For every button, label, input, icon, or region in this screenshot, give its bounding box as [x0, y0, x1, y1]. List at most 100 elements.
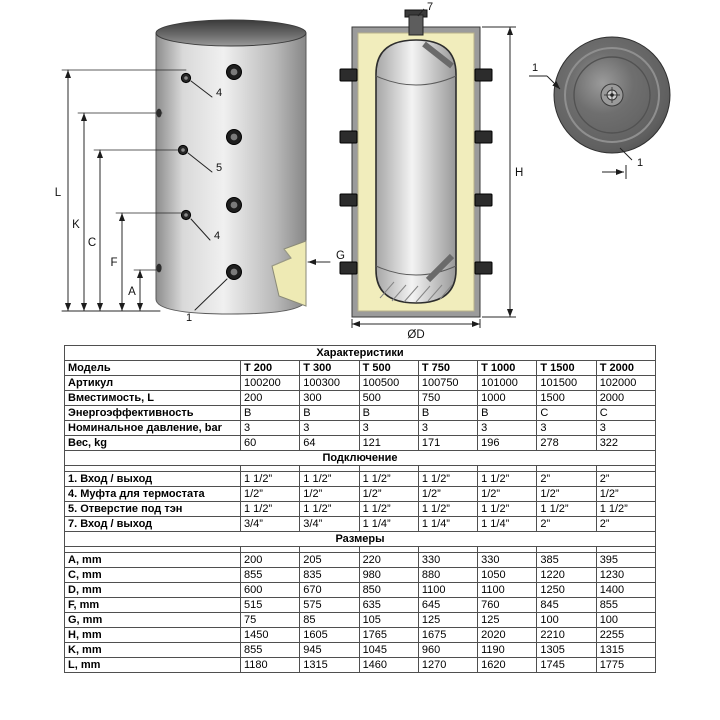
section-view-drawing: 7 H ØD: [339, 1, 523, 341]
value-cell: 85: [299, 612, 360, 628]
value-cell: 760: [477, 597, 538, 613]
value-cell: 200: [239, 552, 301, 568]
value-cell: 2000: [595, 390, 657, 406]
value-cell: 278: [536, 435, 597, 451]
row-label: G, mm: [64, 612, 241, 628]
callout-4-lower: 4: [214, 230, 220, 242]
value-cell: 75: [239, 612, 301, 628]
value-cell: 385: [536, 552, 597, 568]
value-cell: 600: [239, 582, 301, 598]
value-cell: 2210: [536, 627, 597, 643]
value-cell: 1190: [477, 642, 538, 658]
value-cell: 1/2”: [477, 486, 538, 502]
dim-label-G: G: [336, 250, 345, 262]
row-label: F, mm: [64, 597, 241, 613]
value-cell: 3: [358, 420, 419, 436]
technical-drawings: 4 5 4 1: [0, 0, 720, 342]
value-cell: 1 1/2”: [358, 501, 419, 517]
value-cell: 121: [358, 435, 419, 451]
value-cell: 1605: [299, 627, 360, 643]
value-cell: 3: [595, 420, 657, 436]
value-cell: 1100: [417, 582, 479, 598]
section-title: Размеры: [64, 531, 656, 547]
value-cell: 105: [358, 612, 419, 628]
value-cell: B: [239, 405, 301, 421]
side-view-dimensions: [61, 69, 331, 312]
value-cell: 960: [417, 642, 479, 658]
value-cell: 855: [595, 597, 657, 613]
value-cell: 1305: [536, 642, 597, 658]
row-label: Вес, kg: [64, 435, 241, 451]
section-title: Характеристики: [64, 345, 656, 361]
row-label: K, mm: [64, 642, 241, 658]
value-cell: 220: [358, 552, 419, 568]
section-header-row: Характеристики: [64, 345, 656, 361]
value-cell: 850: [358, 582, 419, 598]
row-label: Энергоэффективность: [64, 405, 241, 421]
bottom-hatch: [379, 281, 453, 303]
side-view-callouts: [187, 80, 228, 311]
value-cell: 196: [477, 435, 538, 451]
value-cell: 1/2”: [299, 486, 360, 502]
value-cell: 1 1/2”: [299, 471, 360, 487]
value-cell: 1230: [595, 567, 657, 583]
value-cell: 102000: [595, 375, 657, 391]
value-cell: 2”: [595, 471, 657, 487]
value-cell: 1315: [299, 657, 360, 673]
row-label: C, mm: [64, 567, 241, 583]
value-cell: 1 1/2”: [417, 501, 479, 517]
value-cell: 1315: [595, 642, 657, 658]
value-cell: C: [595, 405, 657, 421]
value-cell: 855: [239, 567, 301, 583]
value-cell: 1675: [417, 627, 479, 643]
value-cell: T 1500: [536, 360, 597, 376]
value-cell: 1775: [595, 657, 657, 673]
value-cell: 1 1/2”: [358, 471, 419, 487]
value-cell: 880: [417, 567, 479, 583]
value-cell: T 300: [299, 360, 360, 376]
value-cell: 101500: [536, 375, 597, 391]
value-cell: 1250: [536, 582, 597, 598]
row-label: Вместимость, L: [64, 390, 241, 406]
value-cell: 1/2”: [536, 486, 597, 502]
top-view-callout-1-upper: 1: [532, 62, 538, 74]
value-cell: C: [536, 405, 597, 421]
top-view-callouts: [529, 75, 633, 179]
value-cell: 670: [299, 582, 360, 598]
value-cell: 1 1/2”: [239, 471, 301, 487]
callout-5: 5: [216, 162, 222, 174]
value-cell: 2”: [536, 471, 597, 487]
value-cell: 2255: [595, 627, 657, 643]
value-cell: 1/2”: [358, 486, 419, 502]
value-cell: 100200: [239, 375, 301, 391]
value-cell: T 200: [239, 360, 301, 376]
value-cell: 2”: [536, 516, 597, 532]
dim-label-C: C: [88, 237, 96, 249]
value-cell: 100750: [417, 375, 479, 391]
value-cell: 3/4”: [239, 516, 301, 532]
row-label: 1. Вход / выход: [64, 471, 241, 487]
value-cell: 945: [299, 642, 360, 658]
value-cell: 322: [595, 435, 657, 451]
dim-label-H: H: [515, 167, 523, 179]
value-cell: 1 1/4”: [417, 516, 479, 532]
value-cell: 515: [239, 597, 301, 613]
value-cell: 750: [417, 390, 479, 406]
